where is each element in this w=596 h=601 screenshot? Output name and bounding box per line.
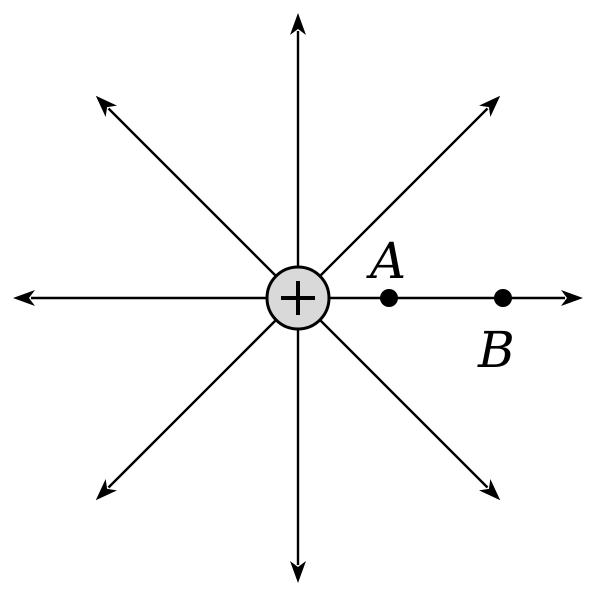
- point-a-dot: [380, 289, 398, 307]
- positive-charge: [265, 265, 331, 331]
- field-line-up-right: [297, 107, 489, 299]
- arrowhead-up: [290, 13, 306, 35]
- field-line-up-left: [107, 107, 299, 299]
- arrowhead-up-right: [479, 95, 501, 117]
- field-line-down-left: [107, 297, 299, 489]
- field-line-down-right: [297, 297, 489, 489]
- point-b: B: [477, 289, 515, 379]
- point-b-dot: [494, 289, 512, 307]
- field-lines: [13, 13, 583, 583]
- arrowhead-down-left: [95, 479, 117, 501]
- arrowhead-up-left: [95, 95, 117, 117]
- arrowhead-right: [561, 290, 583, 306]
- arrowhead-down-right: [479, 479, 501, 501]
- arrowhead-left: [13, 290, 35, 306]
- arrowhead-down: [290, 561, 306, 583]
- point-a-label: A: [366, 232, 406, 290]
- point-b-label: B: [477, 321, 515, 379]
- point-a: A: [366, 232, 406, 307]
